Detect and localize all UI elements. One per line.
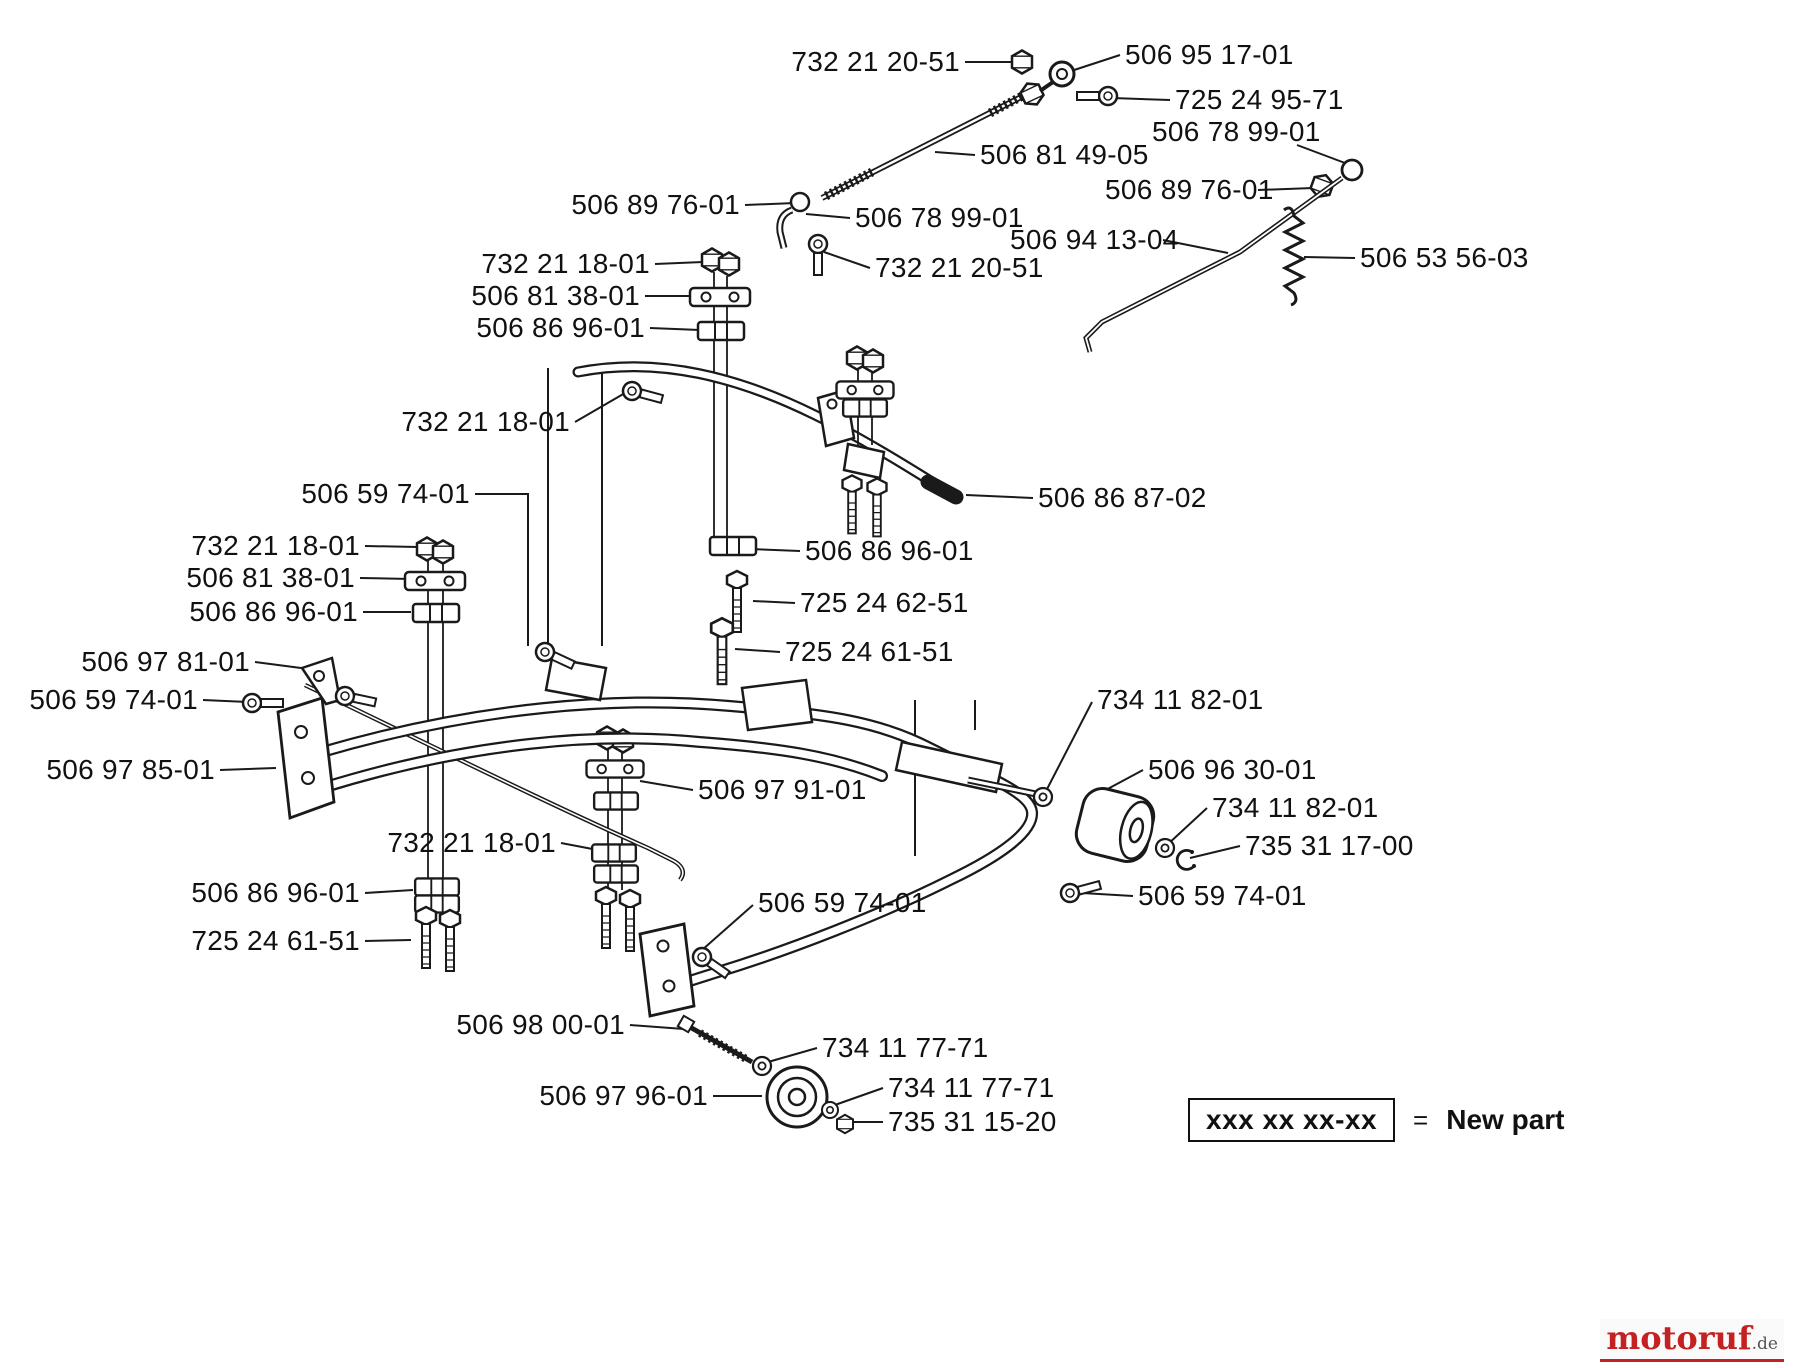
part-label: 506 86 96-01 bbox=[476, 312, 645, 343]
part-label: 506 86 96-01 bbox=[191, 877, 360, 908]
part-label: 734 11 77-71 bbox=[888, 1072, 1055, 1103]
motoruf-brand-text: motoruf bbox=[1606, 1319, 1752, 1357]
part-label: 506 95 17-01 bbox=[1125, 39, 1294, 70]
caster-bracket bbox=[638, 922, 696, 1018]
part-label: 732 21 20-51 bbox=[875, 252, 1044, 283]
front-left-bracket bbox=[276, 696, 336, 820]
part-label: 506 78 99-01 bbox=[855, 202, 1024, 233]
legend-part-number-box: xxx xx xx-xx bbox=[1188, 1098, 1396, 1142]
tube-grip-handle bbox=[920, 474, 964, 505]
part-label: 506 98 00-01 bbox=[456, 1009, 625, 1040]
choke-control-rod bbox=[1083, 158, 1364, 353]
upper-center-mount-stack bbox=[688, 247, 758, 686]
middle-mount-stack bbox=[585, 725, 645, 953]
part-label: 732 21 18-01 bbox=[401, 406, 570, 437]
part-label: 735 31 17-00 bbox=[1245, 830, 1414, 861]
main-frame bbox=[241, 638, 1104, 1018]
new-part-legend: xxx xx xx-xx = New part bbox=[1188, 1098, 1564, 1142]
motoruf-tld-text: .de bbox=[1751, 1334, 1778, 1354]
front-caster-assembly bbox=[676, 1014, 855, 1135]
rear-roller-assembly bbox=[1074, 787, 1196, 871]
part-label: 506 59 74-01 bbox=[301, 478, 470, 509]
part-label: 732 21 18-01 bbox=[387, 827, 556, 858]
part-label: 732 21 18-01 bbox=[191, 530, 360, 561]
part-label: 506 94 13-04 bbox=[1010, 224, 1179, 255]
part-label: 506 97 91-01 bbox=[698, 774, 867, 805]
part-label: 506 89 76-01 bbox=[1105, 174, 1274, 205]
part-label: 732 21 20-51 bbox=[791, 46, 960, 77]
part-label: 506 97 96-01 bbox=[539, 1080, 708, 1111]
part-label: 506 78 99-01 bbox=[1152, 116, 1321, 147]
lift-rod bbox=[304, 682, 685, 882]
part-label: 506 86 87-02 bbox=[1038, 482, 1207, 513]
roller-wheel bbox=[1074, 787, 1156, 863]
part-label: 506 59 74-01 bbox=[758, 887, 927, 918]
part-label: 506 86 96-01 bbox=[189, 596, 358, 627]
part-label: 734 11 82-01 bbox=[1097, 684, 1264, 715]
part-label: 734 11 77-71 bbox=[822, 1032, 989, 1063]
legend-equals-sign: = bbox=[1413, 1104, 1429, 1135]
part-label: 506 81 49-05 bbox=[980, 139, 1149, 170]
caster-wheel bbox=[765, 1065, 829, 1129]
part-label: 506 59 74-01 bbox=[29, 684, 198, 715]
part-label: 732 21 18-01 bbox=[481, 248, 650, 279]
throttle-linkage-rod bbox=[776, 49, 1119, 277]
part-label: 506 81 38-01 bbox=[186, 562, 355, 593]
part-label: 506 59 74-01 bbox=[1138, 880, 1307, 911]
part-label: 725 24 61-51 bbox=[191, 925, 360, 956]
return-spring bbox=[1281, 206, 1307, 307]
motoruf-logo[interactable]: motoruf.de bbox=[1600, 1319, 1784, 1362]
part-label: 506 86 96-01 bbox=[805, 535, 974, 566]
part-label: 506 96 30-01 bbox=[1148, 754, 1317, 785]
right-mount-stack bbox=[835, 345, 895, 538]
part-label: 734 11 82-01 bbox=[1212, 792, 1379, 823]
part-label: 725 24 62-51 bbox=[800, 587, 969, 618]
upper-cross-tube bbox=[572, 361, 964, 505]
circlip bbox=[1175, 849, 1196, 871]
leader-lines bbox=[202, 54, 1356, 1123]
part-label: 506 89 76-01 bbox=[571, 189, 740, 220]
legend-new-part-label: New part bbox=[1446, 1104, 1565, 1135]
part-label: 725 24 61-51 bbox=[785, 636, 954, 667]
part-label: 725 24 95-71 bbox=[1175, 84, 1344, 115]
part-label: 506 97 81-01 bbox=[81, 646, 250, 677]
part-label: 506 81 38-01 bbox=[471, 280, 640, 311]
part-label: 506 53 56-03 bbox=[1360, 242, 1529, 273]
part-label: 735 31 15-20 bbox=[888, 1106, 1057, 1137]
part-label: 506 97 85-01 bbox=[46, 754, 215, 785]
